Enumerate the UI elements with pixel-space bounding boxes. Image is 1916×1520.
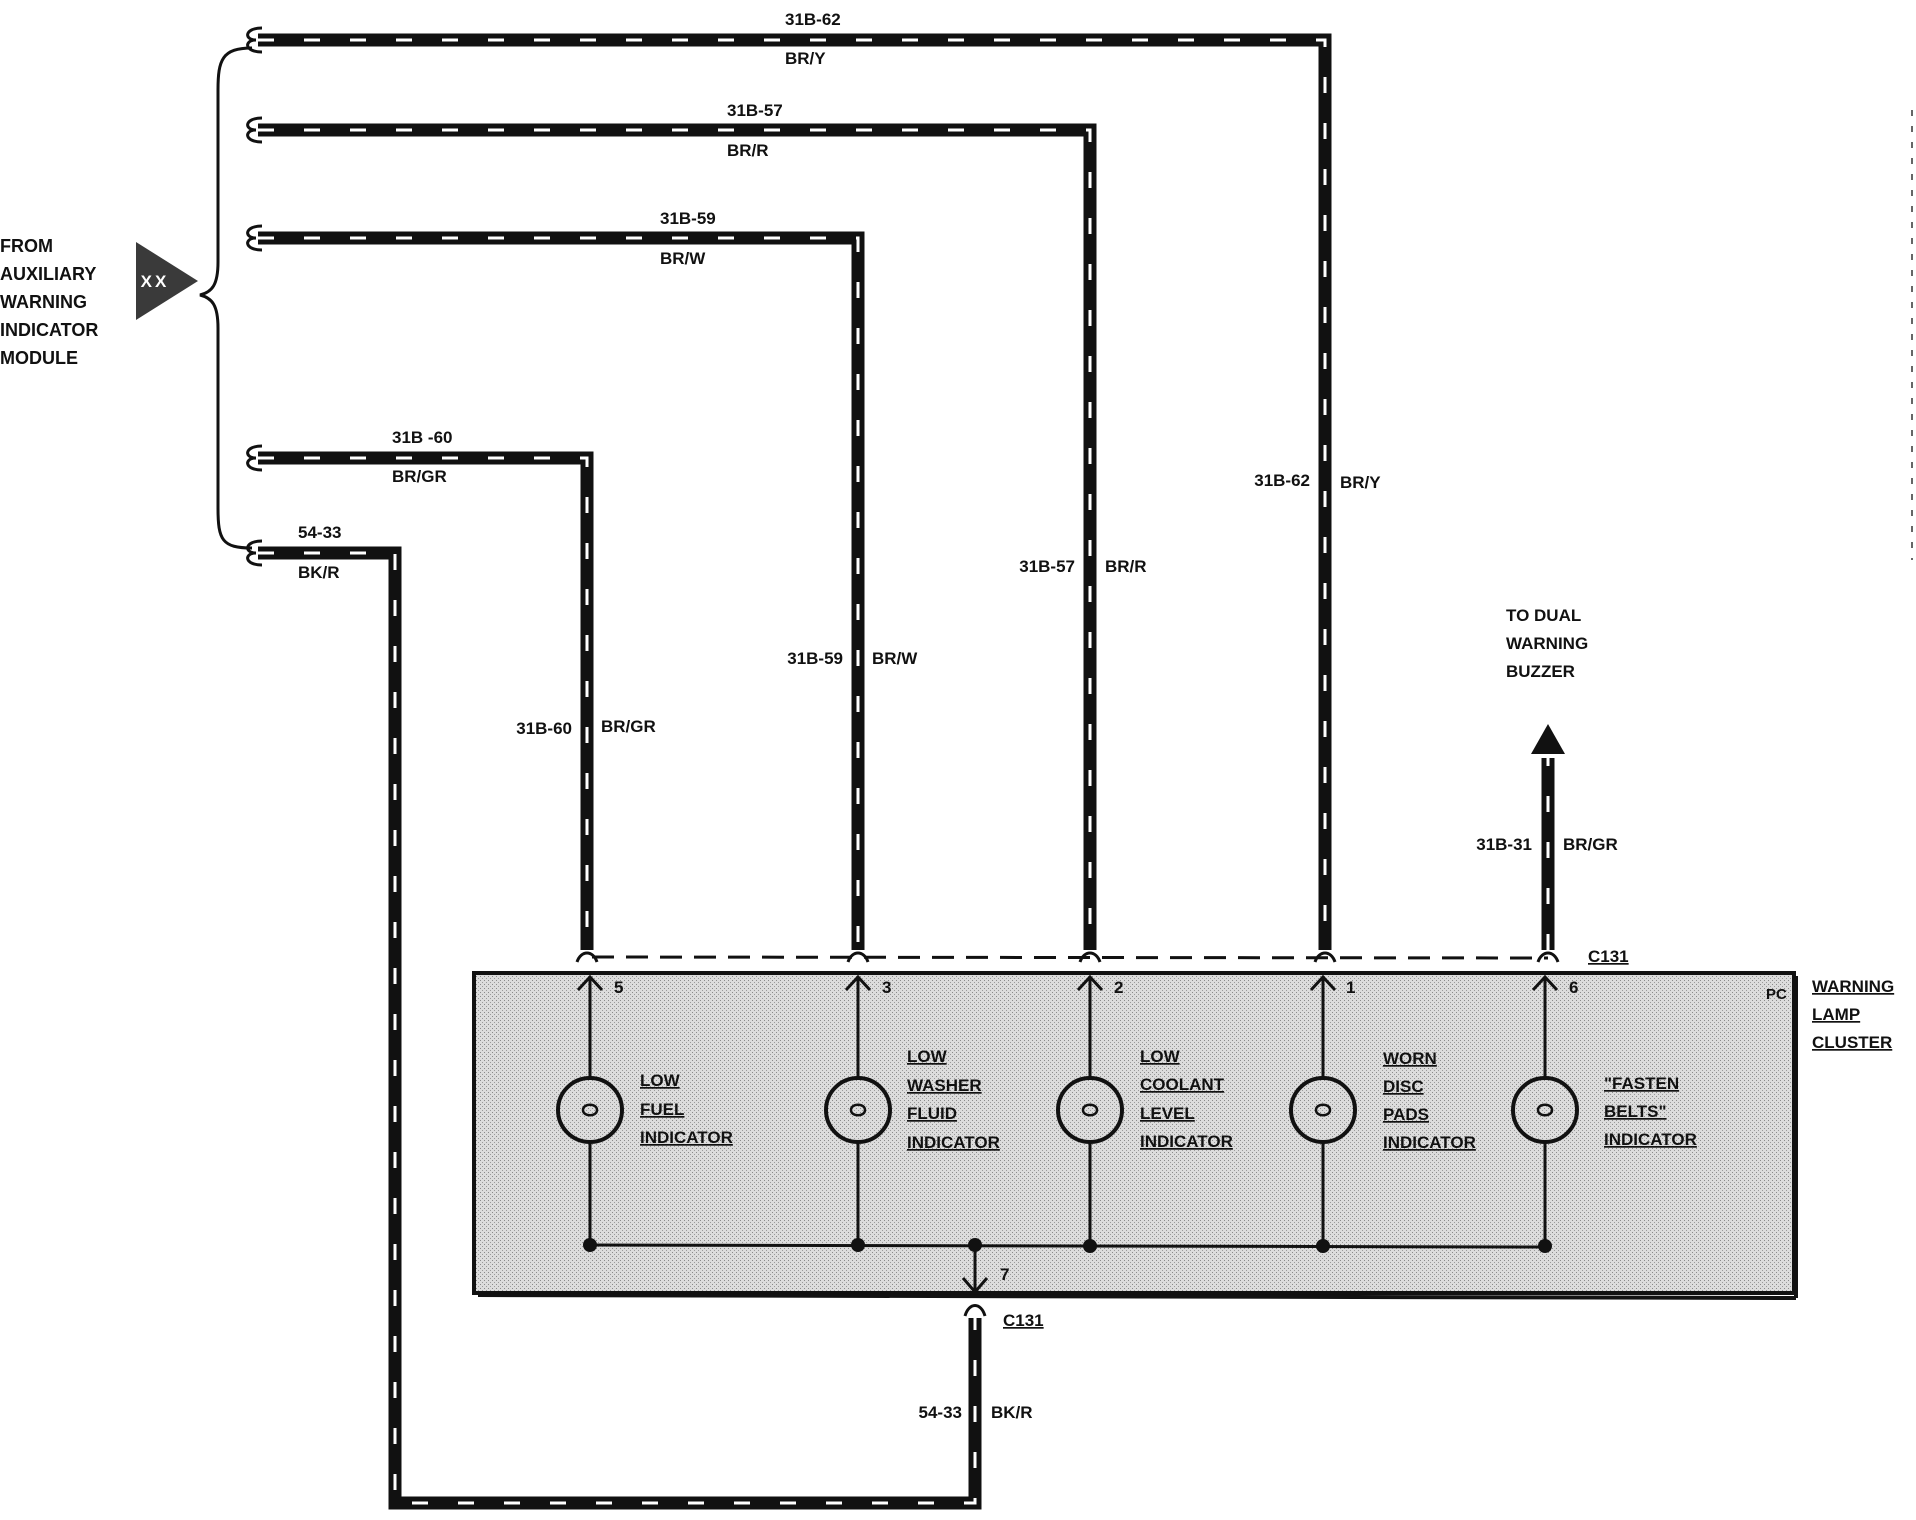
cluster-box (472, 971, 1796, 1295)
lamp-disc-line-1: WORN (1383, 1049, 1437, 1068)
lamp-belts-line-2: BELTS" (1604, 1102, 1667, 1121)
w60-circuit-h: 31B -60 (392, 428, 452, 447)
pin-arrows (576, 974, 1559, 1295)
lamp-washer (824, 1076, 892, 1144)
w59-color-h: BR/W (660, 249, 706, 268)
lamp-coolant-line-2: COOLANT (1140, 1075, 1225, 1094)
w62-color-v: BR/Y (1340, 473, 1381, 492)
lamp-fuel (556, 1076, 624, 1144)
connector-top-label: C131 (1588, 947, 1629, 966)
buzzer-line-2: WARNING (1506, 634, 1588, 653)
source-line-4: INDICATOR (0, 320, 98, 340)
connector-c131-line (591, 955, 1549, 960)
wire-31b-60 (258, 451, 594, 950)
connector-bottom-label: C131 (1003, 1311, 1044, 1330)
lamp-washer-label: LOW WASHER FLUID INDICATOR (907, 1047, 1000, 1152)
lamp-disc-line-2: DISC (1383, 1077, 1424, 1096)
lamp-washer-line-4: INDICATOR (907, 1133, 1000, 1152)
buzzer-arrow (1531, 724, 1565, 754)
pin-5: 5 (614, 978, 623, 997)
source-line-2: AUXILIARY (0, 264, 96, 284)
lamp-fuel-line-3: INDICATOR (640, 1128, 733, 1147)
lamp-disc-line-3: PADS (1383, 1105, 1429, 1124)
connector-terminals (575, 951, 1560, 1317)
module-connector (136, 242, 198, 320)
pin-3: 3 (882, 978, 891, 997)
w60-color-h: BR/GR (392, 467, 447, 486)
w60-circuit-v: 31B-60 (516, 719, 572, 738)
lamp-coolant-line-1: LOW (1140, 1047, 1181, 1066)
buzzer-line-3: BUZZER (1506, 662, 1575, 681)
cluster-line-3: CLUSTER (1812, 1033, 1892, 1052)
source-line-5: MODULE (0, 348, 78, 368)
w57-circuit-h: 31B-57 (727, 101, 783, 120)
pin-1: 1 (1346, 978, 1355, 997)
w57-color-h: BR/R (727, 141, 769, 160)
w62-circuit-h: 31B-62 (785, 10, 841, 29)
source-line-3: WARNING (0, 292, 87, 312)
w54-circuit-v: 54-33 (919, 1403, 962, 1422)
wire-31b-57 (258, 123, 1097, 950)
w59-circuit-h: 31B-59 (660, 209, 716, 228)
cluster-line-1: WARNING (1812, 977, 1894, 996)
buzzer-line-1: TO DUAL (1506, 606, 1581, 625)
w62-circuit-v: 31B-62 (1254, 471, 1310, 490)
source-hooks (246, 26, 263, 567)
lamp-washer-line-1: LOW (907, 1047, 948, 1066)
internal-circuit (588, 978, 1547, 1290)
lamp-belts (1511, 1076, 1579, 1144)
source-label: FROM AUXILIARY WARNING INDICATOR MODULE (0, 236, 98, 368)
lamp-washer-line-3: FLUID (907, 1104, 957, 1123)
w62-color-h: BR/Y (785, 49, 826, 68)
cluster-line-2: LAMP (1812, 1005, 1860, 1024)
w31-color-v: BR/GR (1563, 835, 1618, 854)
w57-color-v: BR/R (1105, 557, 1147, 576)
lamp-disc (1289, 1076, 1357, 1144)
lamp-disc-line-4: INDICATOR (1383, 1133, 1476, 1152)
cluster-code: PC (1766, 986, 1787, 1003)
w54-color-h: BK/R (298, 563, 340, 582)
w54-circuit-h: 54-33 (298, 523, 341, 542)
wire-54-33 (258, 546, 982, 1510)
pin-6: 6 (1569, 978, 1578, 997)
lamp-coolant-line-3: LEVEL (1140, 1104, 1195, 1123)
module-bracket (199, 46, 253, 550)
pin-7: 7 (1000, 1265, 1009, 1284)
lamp-disc-label: WORN DISC PADS INDICATOR (1383, 1049, 1476, 1152)
lamp-belts-line-1: "FASTEN (1604, 1074, 1679, 1093)
w31-circuit-v: 31B-31 (1476, 835, 1532, 854)
lamp-belts-label: "FASTEN BELTS" INDICATOR (1604, 1074, 1697, 1149)
w60-color-v: BR/GR (601, 717, 656, 736)
lamp-belts-line-3: INDICATOR (1604, 1130, 1697, 1149)
lamp-coolant-line-4: INDICATOR (1140, 1132, 1233, 1151)
module-connector-label: XX (141, 272, 170, 291)
wire-31b-59 (258, 231, 865, 950)
lamp-fuel-label: LOW FUEL INDICATOR (640, 1071, 733, 1147)
wire-31b-62 (258, 33, 1332, 950)
source-line-1: FROM (0, 236, 53, 256)
w59-circuit-v: 31B-59 (787, 649, 843, 668)
junction-dots (583, 1238, 1552, 1253)
lamp-coolant (1056, 1076, 1124, 1144)
lamp-washer-line-2: WASHER (907, 1076, 982, 1095)
pin-2: 2 (1114, 978, 1123, 997)
w54-color-v: BK/R (991, 1403, 1033, 1422)
w59-color-v: BR/W (872, 649, 918, 668)
lamp-fuel-line-1: LOW (640, 1071, 681, 1090)
w57-circuit-v: 31B-57 (1019, 557, 1075, 576)
lamp-coolant-label: LOW COOLANT LEVEL INDICATOR (1140, 1047, 1233, 1151)
lamp-fuel-line-2: FUEL (640, 1100, 684, 1119)
